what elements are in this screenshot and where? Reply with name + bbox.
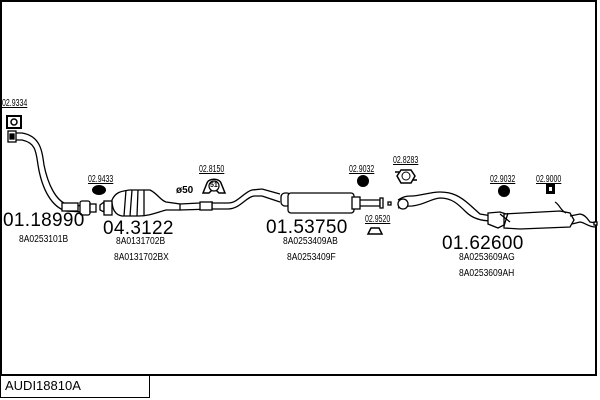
part-number: 01.18990 [3,210,85,231]
middle-silencer-drawing [261,188,392,214]
oem-number: 8A0253101B [19,234,69,245]
mount-badge: 51 [210,182,218,189]
catalytic-converter-drawing [99,188,263,217]
accessory-label: 02.9334 [2,98,28,109]
accessory-label: 02.8150 [199,164,225,175]
accessory-label: 02.9520 [365,214,391,225]
oem-number: 8A0253609AG [459,252,515,263]
oem-number: 8A0131702B [116,236,166,247]
clamp-icon [395,169,417,184]
diagram-code: AUDI18810A [5,378,81,393]
accessory-label: 02.8283 [393,155,419,166]
oem-number: 8A0253409AB [283,236,338,247]
accessory-label: 02.9032 [490,174,516,185]
rear-silencer-drawing [397,191,598,230]
rear-mount-icon [546,184,555,194]
oem-number: 8A0253409F [287,252,336,263]
diagram-code-box [0,376,150,398]
diameter-note: ø50 [176,185,194,196]
gasket-icon [6,115,22,129]
mounting-icon [201,178,227,194]
ring-icon [366,227,384,235]
part-number: 01.62600 [442,233,524,254]
part-number: 04.3122 [103,218,174,239]
rubber-mid-icon [357,175,369,187]
rubber-rear-icon [498,185,510,197]
oem-number: 8A0131702BX [114,252,169,263]
accessory-label: 02.9433 [88,174,114,185]
accessory-label: 02.9000 [536,174,562,185]
accessory-label: 02.9032 [349,164,375,175]
rubber-ring-icon [92,185,106,195]
front-pipe-drawing [7,130,97,216]
part-number: 01.53750 [266,217,348,238]
oem-number: 8A0253609AH [459,268,515,279]
diagram-frame [0,0,597,376]
